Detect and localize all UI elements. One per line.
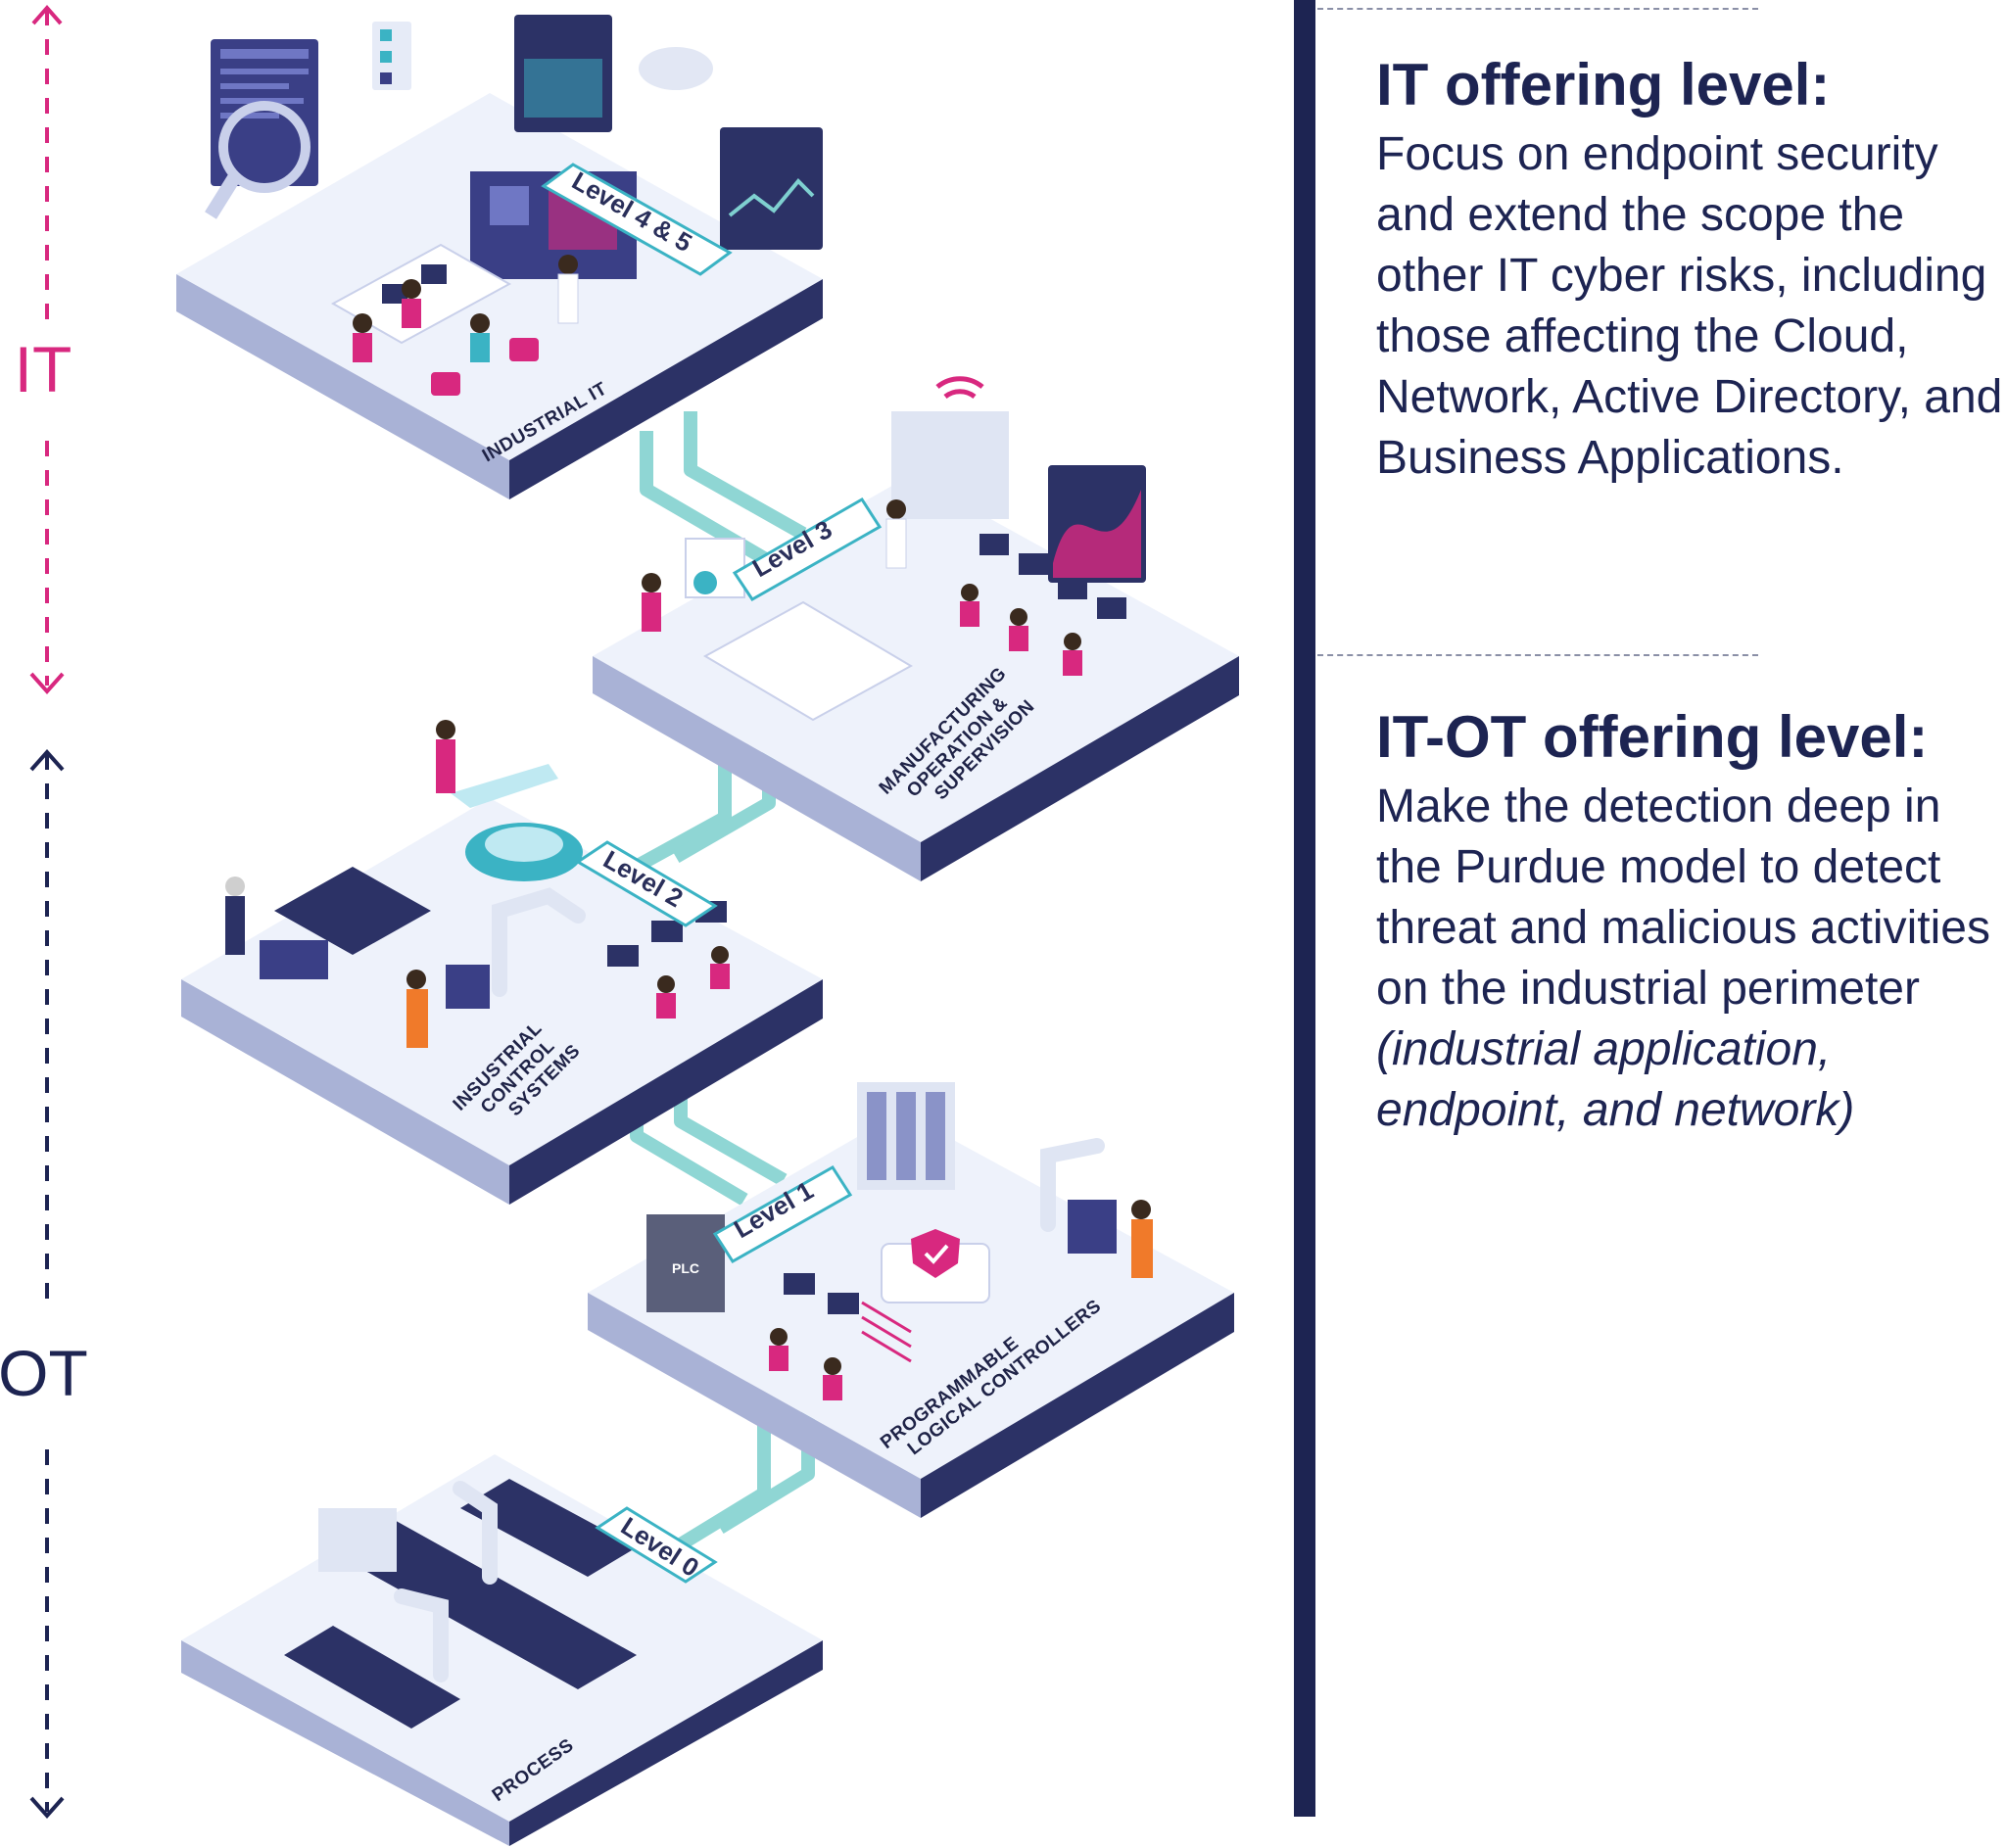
itot-body-plain: Make the detection deep in the Purdue mo…	[1376, 781, 1990, 1015]
magnifier-icon	[218, 101, 310, 193]
person	[406, 970, 426, 989]
plc-label: PLC	[672, 1260, 699, 1276]
person	[558, 255, 578, 274]
operator-desks	[607, 901, 730, 1019]
person	[402, 279, 421, 299]
building-icon	[891, 411, 1009, 519]
middle-dashed-rule	[1317, 654, 1758, 656]
platform-level-0: Level 0 PROCESS	[181, 1454, 823, 1846]
platform-level-3: Level 3 MANUFACTURING OPERATION & SUPERV…	[593, 376, 1239, 881]
robot-arm	[453, 1481, 498, 1585]
robot-arm	[394, 1588, 449, 1682]
plc-device	[646, 1214, 725, 1312]
processing-machine	[318, 1508, 397, 1572]
itot-offering-body: Make the detection deep in the Purdue mo…	[1376, 777, 2003, 1141]
purdue-model-diagram: IT OT	[0, 4, 1239, 1846]
shield-icon	[911, 1229, 960, 1278]
it-offering-title: IT offering level:	[1376, 52, 1831, 118]
operator-desks	[960, 534, 1126, 676]
cloud-icon	[639, 47, 713, 90]
person	[642, 573, 661, 592]
person	[886, 499, 906, 519]
it-offering-body: Focus on endpoint security and extend th…	[1376, 128, 2003, 484]
conveyor-belt	[323, 1513, 637, 1689]
ot-side-label: OT	[0, 1337, 88, 1409]
robot-arm	[492, 887, 586, 997]
platform-level-2: Level 2 INSUSTRIAL CONTROL SYSTEMS	[181, 720, 823, 1205]
itot-offering-block: IT-OT offering level: Make the detection…	[1376, 703, 2003, 1141]
it-side-label: IT	[15, 333, 72, 405]
workstation	[260, 940, 328, 979]
it-offering-block: IT offering level: Focus on endpoint sec…	[1376, 51, 2003, 489]
person	[225, 877, 245, 896]
person	[353, 313, 372, 333]
ot-axis: OT	[0, 748, 88, 1820]
operator-desks	[769, 1273, 859, 1400]
itot-offering-title: IT-OT offering level:	[1376, 704, 1929, 770]
conveyor-belt	[284, 1626, 460, 1729]
person	[1131, 1200, 1151, 1219]
person	[436, 720, 455, 739]
robot-arm	[1040, 1138, 1105, 1232]
conveyor-belt	[460, 1479, 637, 1577]
person	[470, 313, 490, 333]
it-axis: IT	[15, 4, 72, 695]
platform-level-4-5: Level 4 & 5 INDUSTRIAL IT	[176, 15, 823, 499]
platform-level-1: PLC Level 1 PROGRAMMABLE LOGICAL CONTROL…	[588, 1082, 1234, 1518]
circuit-lines	[861, 1301, 912, 1363]
itot-body-italic: (industrial application, endpoint, and n…	[1376, 1023, 1855, 1136]
vertical-divider	[1294, 0, 1315, 1817]
analytics-screen	[720, 127, 823, 250]
airplane-icon	[451, 764, 558, 808]
control-panel	[1068, 1200, 1117, 1254]
top-dashed-rule	[1317, 8, 1758, 10]
wifi-icon	[935, 376, 984, 400]
